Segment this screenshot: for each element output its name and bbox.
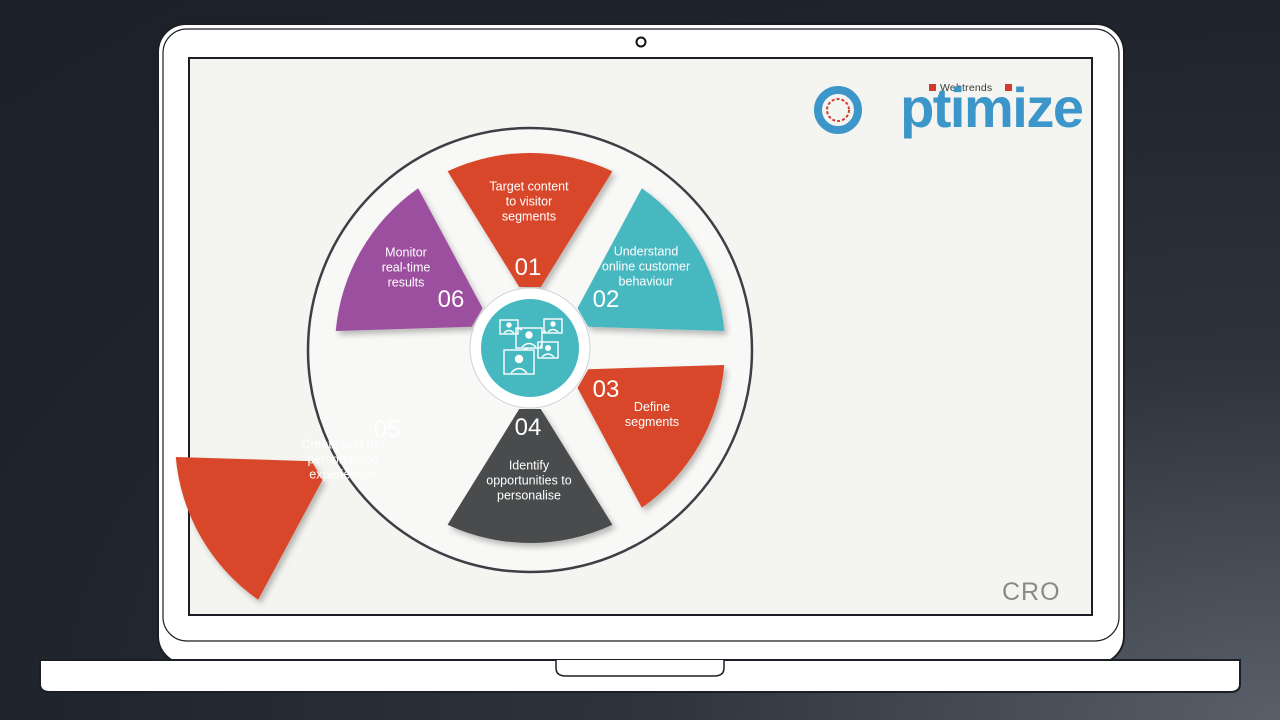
webcam-icon — [635, 36, 647, 48]
optimize-logo-mark — [814, 84, 1012, 134]
segment-01 — [447, 153, 613, 287]
segment-04 — [447, 409, 613, 544]
cycle-diagram — [175, 126, 754, 600]
people-network-icon — [499, 318, 563, 375]
laptop-notch — [555, 660, 725, 677]
segment-06 — [335, 188, 483, 332]
segment-02 — [577, 188, 725, 332]
segment-03 — [577, 364, 725, 508]
logo-brand-text: Webtrends — [940, 82, 993, 94]
logo-wordmark-text: ptimize — [900, 76, 1084, 139]
logo-wordmark: Optimize — [858, 72, 1084, 144]
laptop-lid-inner — [162, 28, 1120, 642]
segment-05 — [175, 456, 323, 600]
cro-label: CRO — [1002, 578, 1061, 606]
